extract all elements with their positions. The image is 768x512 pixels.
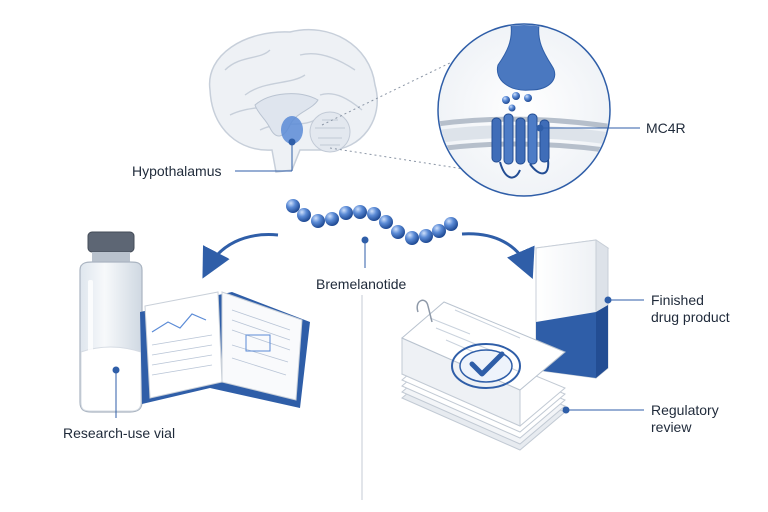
peptide-dot — [361, 236, 369, 244]
zoom-line-lower — [329, 147, 471, 171]
receptor-icon — [437, 23, 611, 197]
drug-box-icon — [534, 239, 610, 380]
brain-icon — [208, 28, 378, 173]
receptor-label: MC4R — [646, 120, 686, 136]
arrow-left — [202, 233, 279, 279]
notebook-icon — [140, 291, 310, 408]
review-dot — [562, 406, 570, 414]
hypothalamus-label: Hypothalamus — [132, 163, 222, 179]
review-label: Regulatory review — [651, 402, 719, 436]
product-label: Finished drug product — [651, 292, 730, 326]
peptide-chain-icon — [286, 199, 458, 245]
review-label-line1: Regulatory — [651, 402, 719, 418]
hypothalamus-dot — [288, 138, 296, 146]
review-label-line2: review — [651, 419, 692, 435]
vial-label: Research-use vial — [63, 425, 176, 441]
arrow-right — [461, 232, 535, 280]
product-dot — [604, 296, 612, 304]
product-label-line2: drug product — [651, 309, 730, 325]
approval-check-icon — [451, 343, 521, 389]
product-label-line1: Finished — [651, 292, 704, 308]
hypothalamus-highlight — [281, 116, 303, 144]
peptide-label: Bremelanotide — [316, 276, 407, 292]
vial-icon — [79, 231, 143, 413]
receptor-dot — [536, 124, 544, 132]
vial-dot — [112, 366, 120, 374]
